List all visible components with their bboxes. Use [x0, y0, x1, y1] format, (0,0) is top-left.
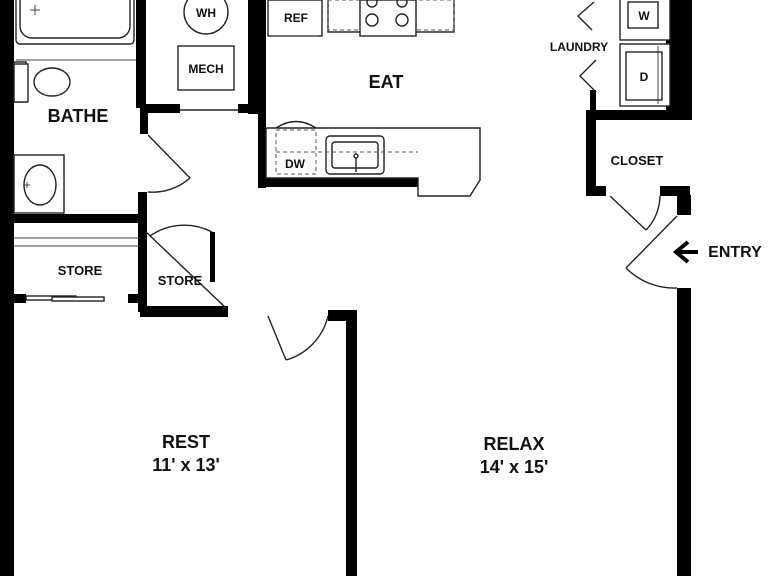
closet-label: CLOSET — [611, 153, 664, 168]
eat-label: EAT — [369, 72, 404, 92]
laundry-label: LAUNDRY — [550, 40, 608, 54]
rest-size-label: 11' x 13' — [152, 455, 220, 475]
mech-label: MECH — [188, 62, 223, 76]
room-labels: BATHE WH MECH REF EAT DW LAUNDRY W D CLO… — [48, 6, 762, 477]
bathe-label: BATHE — [48, 106, 109, 126]
bath-door — [147, 134, 191, 193]
washer-label: W — [638, 9, 650, 23]
store-left-label: STORE — [58, 263, 103, 278]
bath-counter — [13, 59, 136, 103]
washer — [619, 0, 671, 41]
bathtub — [15, 0, 135, 45]
dryer-label: D — [640, 70, 649, 84]
store-mid-label: STORE — [158, 273, 203, 288]
walls — [0, 0, 692, 576]
rest-label: REST — [162, 432, 210, 452]
entry-door — [625, 215, 678, 289]
left-arrow-icon — [672, 240, 698, 264]
sink-icon — [13, 154, 65, 214]
range — [327, 0, 455, 37]
store-left-shelf — [14, 237, 140, 302]
refrigerator — [267, 0, 323, 37]
closet-door — [609, 195, 661, 231]
relax-size-label: 14' x 15' — [480, 457, 549, 477]
ref-label: REF — [284, 11, 308, 25]
dryer — [619, 43, 671, 107]
toilet-icon — [13, 63, 71, 103]
wh-label: WH — [196, 6, 216, 20]
rest-door — [267, 315, 329, 361]
dw-label: DW — [285, 157, 306, 171]
store-mid-door — [145, 224, 227, 309]
kitchen-sink-icon — [276, 135, 418, 175]
relax-label: RELAX — [483, 434, 544, 454]
mech-unit — [177, 45, 235, 91]
water-heater — [183, 0, 229, 35]
entry-label: ENTRY — [708, 244, 762, 261]
laundry-bifold-doors — [576, 1, 597, 93]
